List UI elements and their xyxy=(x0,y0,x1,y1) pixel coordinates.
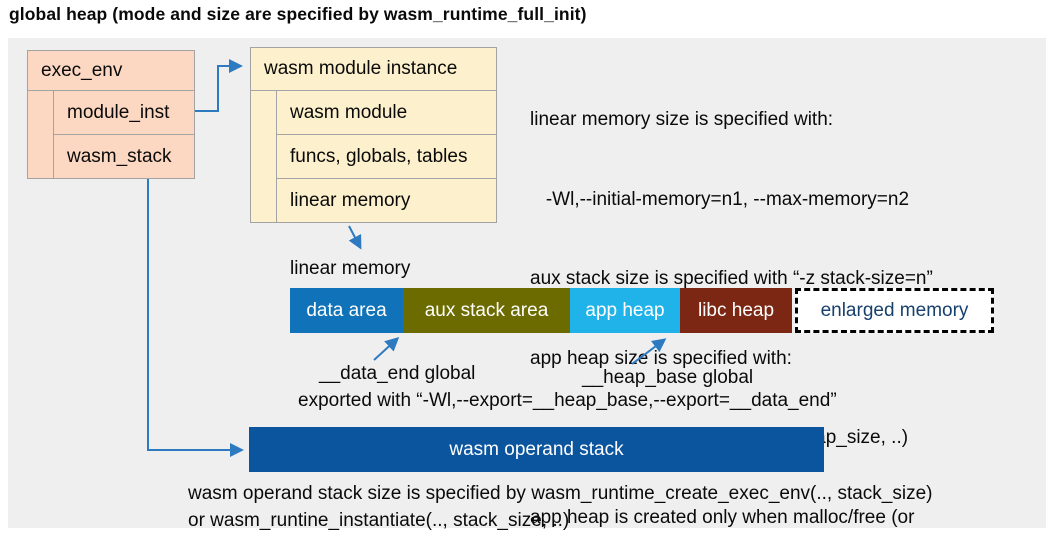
footer-note: wasm operand stack size is specified by … xyxy=(188,481,933,534)
exec-env-title: exec_env xyxy=(28,51,194,91)
segment-libc-heap: libc heap xyxy=(680,288,792,333)
exec-env-box: exec_env module_inst wasm_stack xyxy=(27,50,195,179)
linear-memory-bar: data area aux stack area app heap libc h… xyxy=(290,288,994,333)
module-instance-field-funcs-globals-tables: funcs, globals, tables xyxy=(276,134,497,179)
segment-app-heap: app heap xyxy=(570,288,680,333)
note-line: -Wl,--initial-memory=n1, --max-memory=n2 xyxy=(530,188,910,210)
page-title: global heap (mode and size are specified… xyxy=(9,4,587,24)
segment-data-area: data area xyxy=(290,288,403,333)
footer-line: or wasm_runtine_instantiate(.., stack_si… xyxy=(188,509,570,531)
segment-aux-stack-area: aux stack area xyxy=(403,288,570,333)
exec-env-field-module-inst: module_inst xyxy=(53,90,195,135)
note-line: aux stack size is specified with “-z sta… xyxy=(530,268,933,289)
segment-enlarged-memory: enlarged memory xyxy=(795,288,994,333)
module-instance-field-linear-memory: linear memory xyxy=(276,178,497,223)
module-instance-field-wasm-module: wasm module xyxy=(276,90,497,135)
module-instance-box: wasm module instance wasm module funcs, … xyxy=(250,47,497,223)
operand-stack-bar: wasm operand stack xyxy=(249,427,824,472)
linear-memory-label: linear memory xyxy=(290,258,411,279)
footer-line: wasm operand stack size is specified by … xyxy=(188,483,933,504)
note-line: app heap is created only when malloc/fre… xyxy=(530,506,915,528)
module-instance-title: wasm module instance xyxy=(251,48,496,91)
note-line: app heap size is specified with: xyxy=(530,347,792,369)
note-line: linear memory size is specified with: xyxy=(530,109,834,130)
annotation-export-flags: exported with “-Wl,--export=__heap_base,… xyxy=(298,390,837,411)
annotation-heap-base-global: __heap_base global xyxy=(582,367,754,388)
exec-env-field-wasm-stack: wasm_stack xyxy=(53,134,195,179)
annotation-data-end-global: __data_end global xyxy=(319,363,476,384)
